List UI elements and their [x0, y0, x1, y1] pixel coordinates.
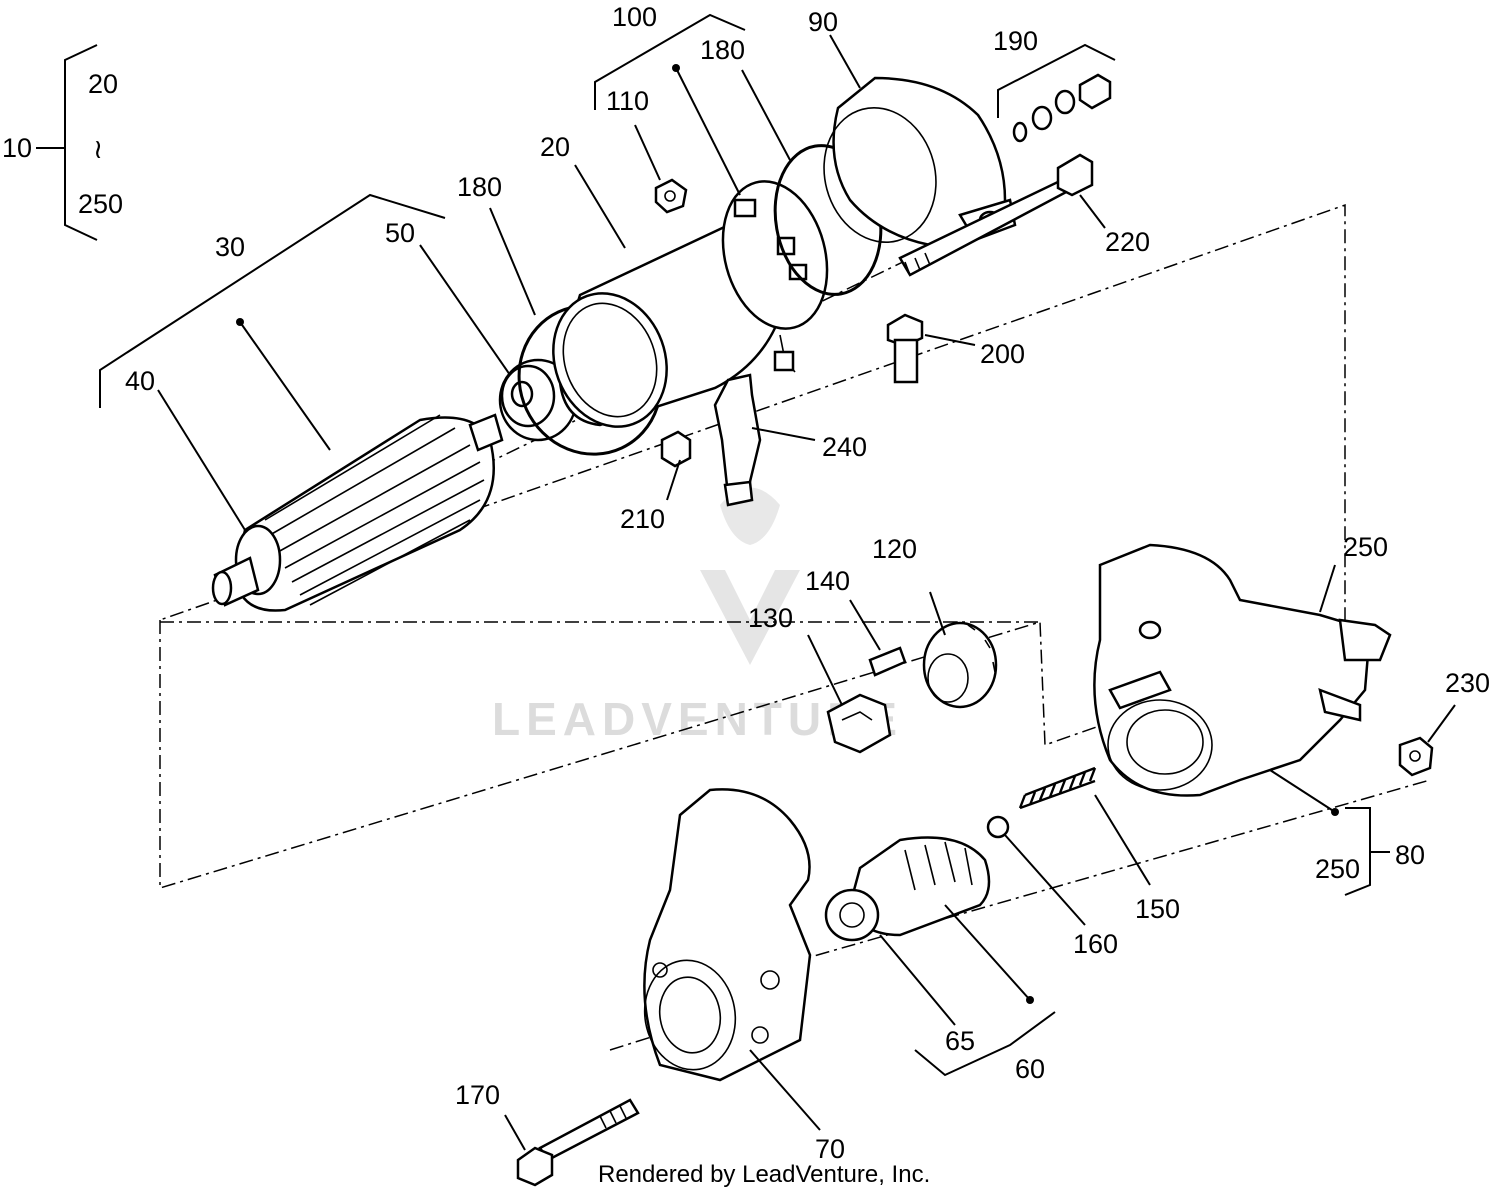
callout-30: 30	[215, 232, 245, 262]
callout-200: 200	[980, 339, 1025, 369]
watermark: LEADVENTURE	[492, 487, 897, 745]
callout-70: 70	[815, 1134, 845, 1164]
callout-170: 170	[455, 1080, 500, 1110]
callout-250-group: 250	[1315, 854, 1360, 884]
callout-190: 190	[993, 26, 1038, 56]
callout-180-right: 180	[700, 35, 745, 65]
callout-220: 220	[1105, 227, 1150, 257]
nut-110	[654, 178, 688, 214]
axis-lower	[659, 779, 1431, 1001]
callouts: 10 20 ≀ 250 30 40 50 180 20 110 100 180 …	[2, 2, 1490, 1164]
range-symbol: ≀	[93, 134, 103, 164]
ball-160	[986, 815, 1010, 839]
callout-140: 140	[805, 566, 850, 596]
callout-50: 50	[385, 218, 415, 248]
callout-110: 110	[606, 86, 649, 116]
callout-65: 65	[945, 1026, 975, 1056]
callout-230: 230	[1445, 668, 1490, 698]
callout-20: 20	[540, 132, 570, 162]
fasteners-190	[1012, 73, 1112, 143]
callout-120: 120	[872, 534, 917, 564]
pin-140	[868, 646, 907, 677]
footer-credit: Rendered by LeadVenture, Inc.	[598, 1161, 930, 1188]
callout-130: 130	[748, 603, 793, 633]
nut-210	[660, 430, 692, 468]
callout-250-bracket: 250	[1343, 532, 1388, 562]
gear-120	[922, 621, 998, 709]
pinion-clutch	[824, 836, 991, 942]
callout-20-range-start: 20	[88, 69, 118, 99]
callout-180-left: 180	[457, 172, 502, 202]
shift-lever	[713, 373, 762, 507]
callout-10: 10	[2, 133, 32, 163]
group-brackets	[36, 13, 1390, 1077]
callout-80: 80	[1395, 840, 1425, 870]
callout-90: 90	[808, 7, 838, 37]
callout-40: 40	[125, 366, 155, 396]
leader-lines	[157, 34, 1456, 1151]
through-bolt	[898, 153, 1094, 277]
callout-160: 160	[1073, 929, 1118, 959]
drive-housing	[1093, 543, 1392, 797]
callout-100: 100	[612, 2, 657, 32]
callout-150: 150	[1135, 894, 1180, 924]
armature	[211, 413, 504, 612]
rear-cover	[823, 76, 1017, 247]
callout-240: 240	[822, 432, 867, 462]
front-housing	[643, 788, 812, 1082]
assembly-centerline-upper	[159, 203, 1346, 890]
nut-230	[1398, 736, 1434, 777]
spring-150	[1018, 766, 1097, 810]
retainer-130	[826, 693, 892, 754]
callout-60: 60	[1015, 1054, 1045, 1084]
bolt-200	[886, 313, 924, 384]
bolt-170	[516, 1098, 640, 1187]
callout-250-range-end: 250	[78, 189, 123, 219]
reference-dots	[236, 64, 1339, 1004]
callout-210: 210	[620, 504, 665, 534]
